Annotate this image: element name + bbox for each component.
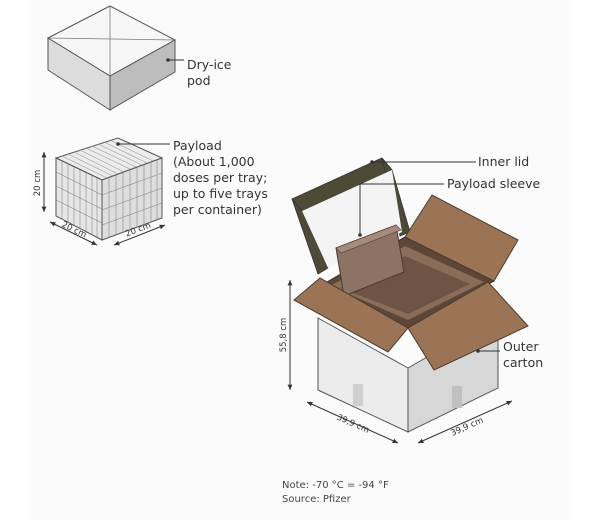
- payload-sleeve-label: Payload sleeve: [447, 176, 540, 191]
- payload-label-4: up to five trays: [173, 186, 268, 201]
- box-width-left-label: 39,9 cm: [335, 413, 371, 436]
- inner-lid-label: Inner lid: [478, 154, 529, 169]
- payload-sleeve-leader-line: [359, 183, 444, 235]
- payload-width-left-arrow: [49, 221, 98, 246]
- payload-label-5: per container): [173, 202, 262, 217]
- source-credit: Source: Pfizer: [282, 494, 352, 505]
- temperature-note: Note: -70 °C = -94 °F: [282, 480, 389, 491]
- dry-ice-label-1: Dry-ice: [187, 57, 232, 72]
- inner-lid-leader-dot: [370, 160, 374, 164]
- outer-carton-label-1: Outer: [503, 339, 539, 354]
- payload-width-right-arrow: [113, 224, 166, 246]
- dry-ice-label-2: pod: [187, 73, 211, 88]
- outer-carton-leader-dot: [476, 349, 480, 353]
- dry-ice-leader-dot: [166, 58, 170, 62]
- box-height-label: 55,8 cm: [279, 318, 289, 353]
- box-width-right-arrow: [417, 400, 513, 444]
- payload-label-1: Payload: [173, 138, 222, 153]
- payload-leader-dot: [116, 142, 120, 146]
- box-width-right-label: 39,9 cm: [449, 416, 485, 439]
- payload-label-3: doses per tray;: [173, 170, 267, 185]
- outer-carton-illustration: [291, 157, 529, 433]
- payload-height-label: 20 cm: [33, 170, 43, 196]
- box-width-left-arrow: [306, 401, 399, 444]
- outer-carton-label-2: carton: [503, 355, 543, 370]
- payload-sleeve-leader-dot: [358, 233, 362, 237]
- payload-label-2: (About 1,000: [173, 154, 255, 169]
- dry-ice-pod-illustration: [46, 5, 177, 111]
- payload-cube-illustration: [54, 137, 164, 241]
